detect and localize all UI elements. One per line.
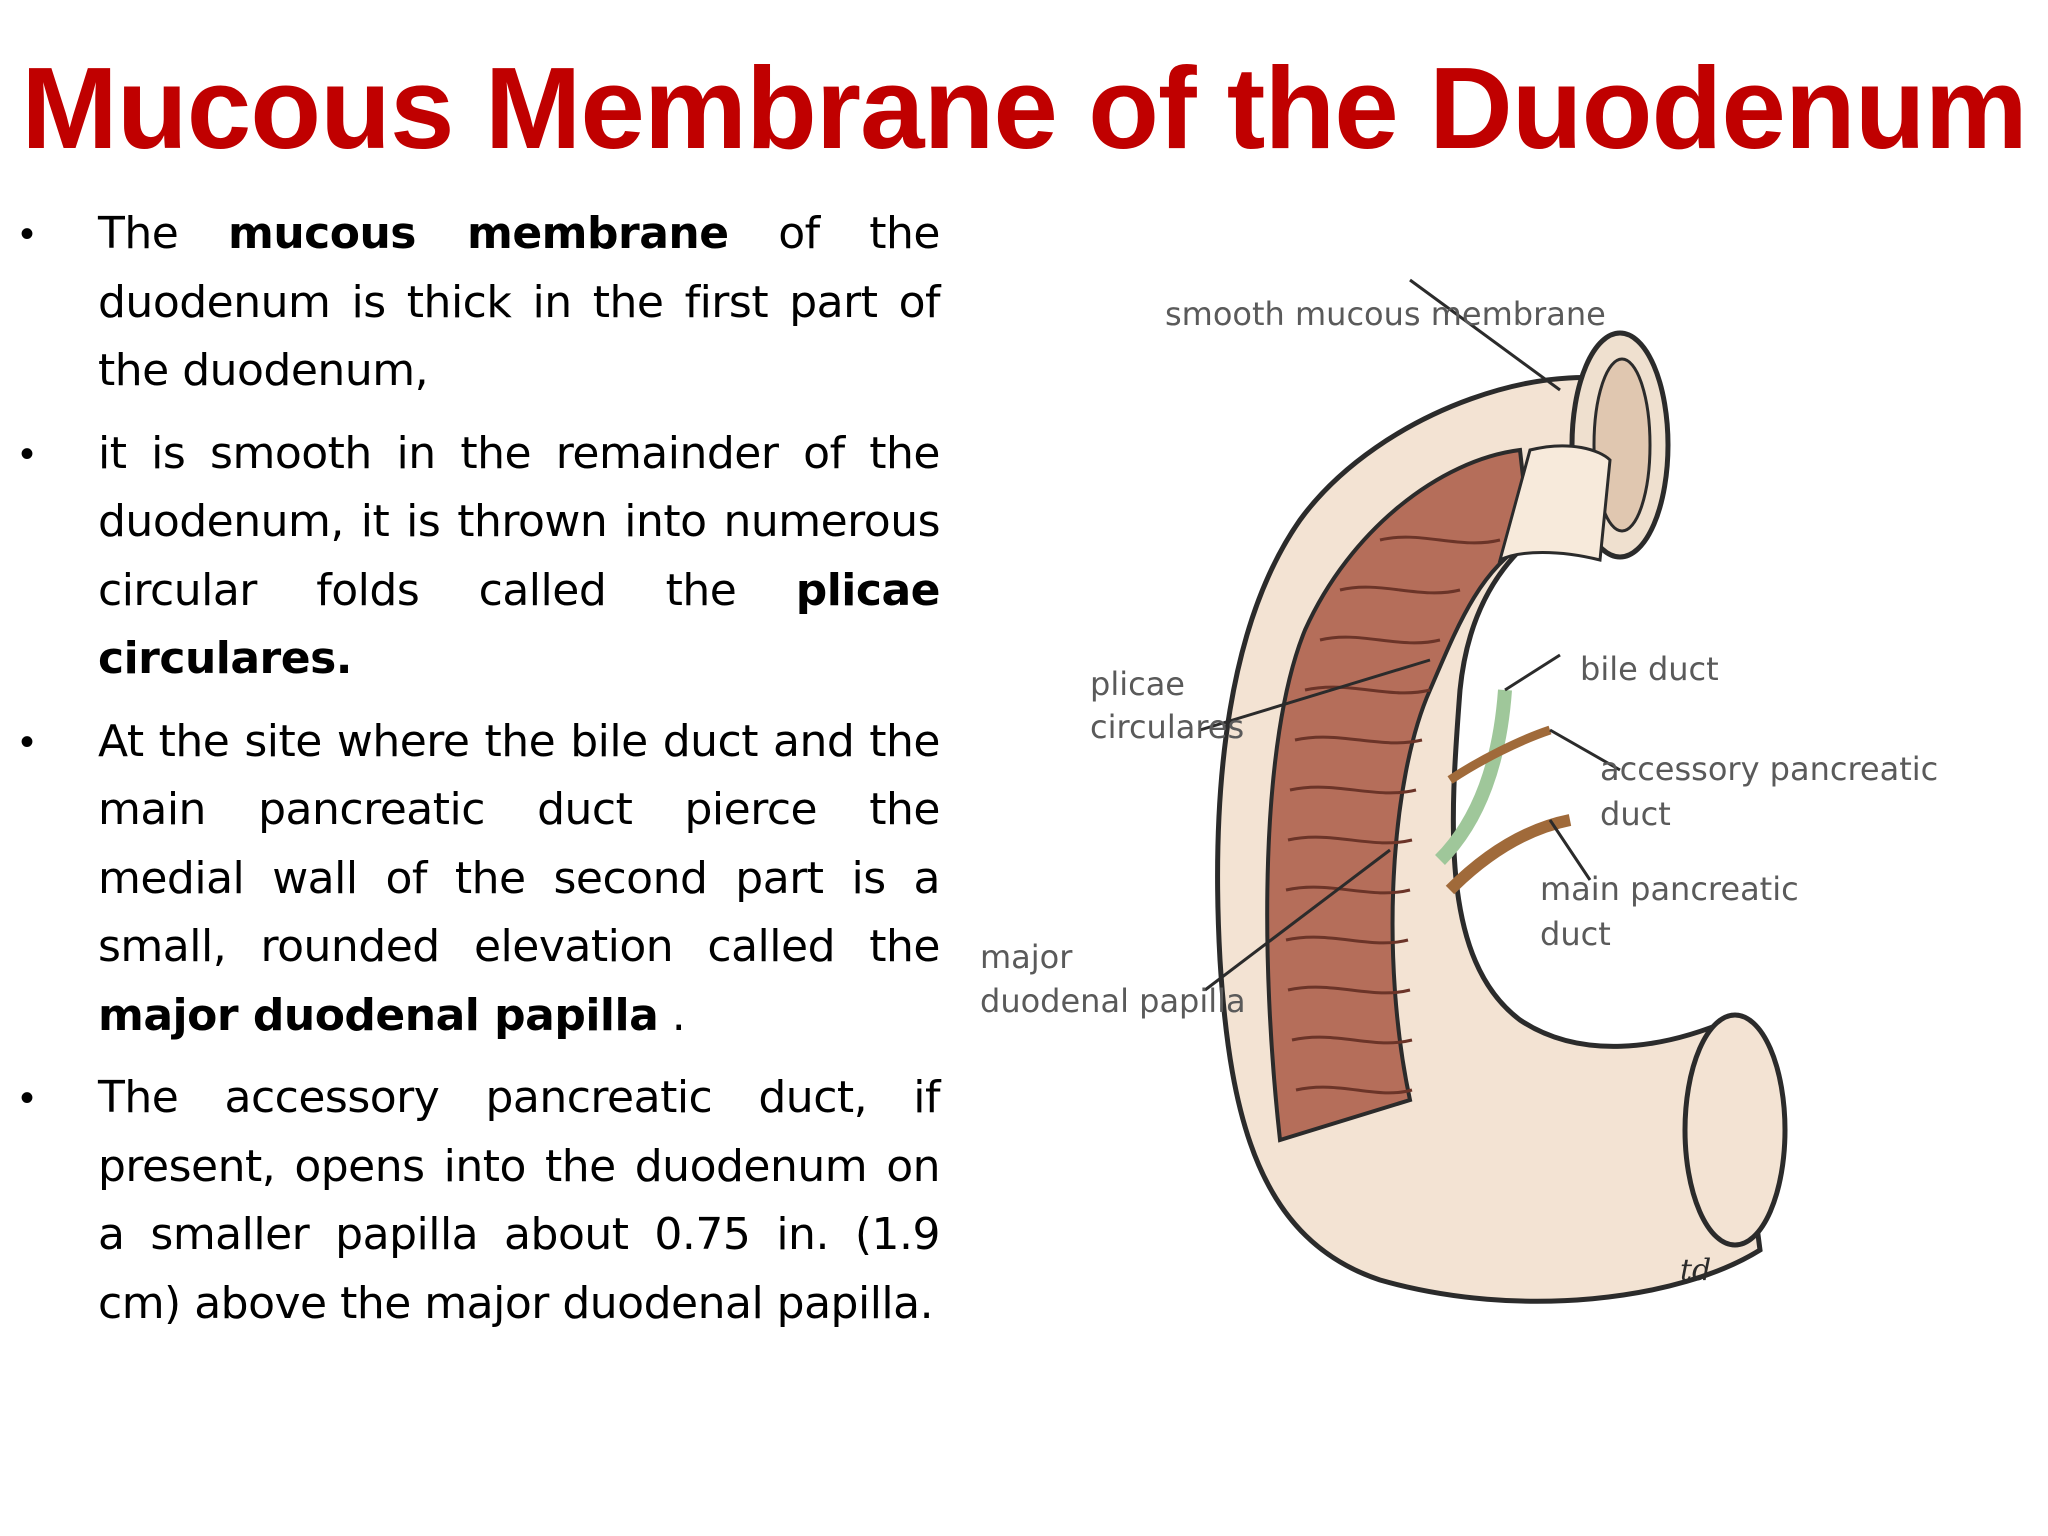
bullet-text-part: At the site where the bile duct and the … bbox=[98, 715, 941, 973]
bullet-dot: • bbox=[20, 1076, 35, 1120]
bullet-item: • The accessory pancreatic duct, if prese… bbox=[20, 1064, 941, 1338]
label-main-duct: duct bbox=[1540, 915, 1611, 953]
label-accessory-pancreatic: accessory pancreatic bbox=[1600, 750, 1938, 788]
bullet-item: • At the site where the bile duct and the… bbox=[20, 708, 941, 1051]
label-bile-duct: bile duct bbox=[1580, 650, 1719, 688]
label-main-pancreatic: main pancreatic bbox=[1540, 870, 1799, 908]
bullet-dot: • bbox=[20, 212, 35, 256]
smooth-mucosa-region bbox=[1497, 444, 1612, 563]
accessory-pancreatic-duct-shape bbox=[1447, 725, 1552, 784]
label-duodenal-papilla: duodenal papilla bbox=[980, 982, 1246, 1020]
fold-lines bbox=[1285, 535, 1501, 1095]
label-smooth-mucous-membrane: smooth mucous membrane bbox=[1165, 295, 1606, 333]
label-major: major bbox=[980, 938, 1073, 976]
artist-signature: td bbox=[1680, 1253, 1711, 1288]
bullet-text: The accessory pancreatic duct, if presen… bbox=[98, 1064, 941, 1338]
leader-lines bbox=[1199, 278, 1621, 992]
duodenum-illustration: smooth mucous membrane plicae circulares… bbox=[980, 278, 1938, 1304]
label-accessory-duct: duct bbox=[1600, 795, 1671, 833]
bullet-text: The mucous membrane of the duodenum is t… bbox=[98, 200, 941, 406]
bold-term: plicae circulares. bbox=[98, 564, 941, 685]
slide-title: Mucous Membrane of the Duodenum bbox=[21, 43, 2028, 173]
bullet-dot: • bbox=[20, 431, 35, 476]
bullet-text-part: of the duodenum is thick in the first pa… bbox=[98, 208, 941, 396]
bold-term: major duodenal papilla bbox=[98, 989, 659, 1041]
bullet-item: • The mucous membrane of the duodenum is … bbox=[20, 200, 941, 406]
bullet-text: At the site where the bile duct and the … bbox=[98, 708, 941, 1051]
label-plicae: plicae bbox=[1090, 665, 1185, 703]
bile-duct-shape bbox=[1434, 689, 1512, 865]
duodenum-lower-opening bbox=[1682, 1012, 1788, 1248]
bullet-text-part: it is smooth in the remainder of the duo… bbox=[98, 427, 941, 616]
bullet-text-part: The accessory pancreatic duct, if presen… bbox=[98, 1072, 941, 1329]
bullet-list: • The mucous membrane of the duodenum is … bbox=[20, 200, 941, 1352]
plicae-circulares-region bbox=[1265, 447, 1533, 1143]
bullet-item: • it is smooth in the remainder of the du… bbox=[20, 420, 941, 694]
bullet-text-part: . bbox=[658, 989, 686, 1041]
bold-term: mucous membrane bbox=[228, 208, 729, 259]
label-circulares: circulares bbox=[1090, 708, 1244, 746]
bullet-text-part: The bbox=[98, 208, 228, 259]
bullet-dot: • bbox=[20, 719, 35, 764]
bullet-text: it is smooth in the remainder of the duo… bbox=[98, 420, 941, 694]
